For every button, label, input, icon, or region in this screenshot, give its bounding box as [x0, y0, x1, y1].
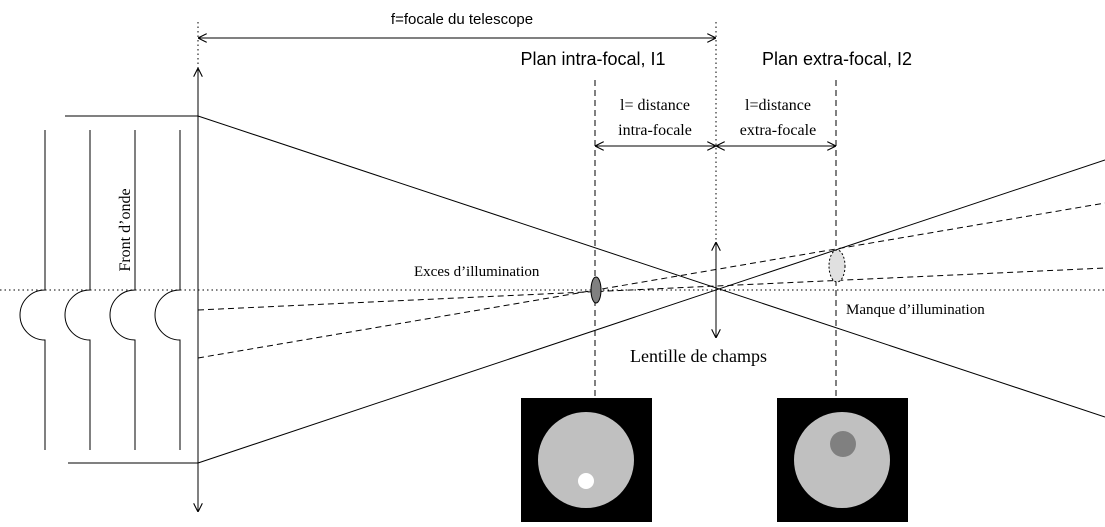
extra-lack-spot	[828, 249, 846, 283]
intra-pupil-disk	[538, 412, 634, 508]
intra-distance-label-2: intra-focale	[618, 122, 692, 139]
extra-dark-spot	[830, 431, 856, 457]
focal-length-label: f=focale du telescope	[391, 11, 533, 28]
ray-bottom	[197, 159, 1105, 464]
intra-distance-label-1: l= distance	[620, 97, 690, 114]
intra-focal-image	[521, 398, 652, 522]
excess-illumination-label: Exces d’illumination	[414, 264, 540, 280]
intra-excess-spot	[590, 276, 602, 304]
aberrated-ray-1	[197, 267, 1105, 311]
wavefront-label: Front d’onde	[117, 188, 134, 271]
extra-focal-image	[777, 398, 908, 522]
lack-illumination-label: Manque d’illumination	[846, 302, 985, 318]
extra-distance-label-2: extra-focale	[740, 122, 816, 139]
intra-bright-spot	[578, 473, 594, 489]
extra-distance-label-1: l=distance	[745, 97, 811, 114]
intra-plane-label: Plan intra-focal, I1	[520, 49, 665, 69]
field-lens-label: Lentille de champs	[630, 346, 767, 366]
extra-pupil-disk	[794, 412, 890, 508]
wavefronts	[19, 130, 181, 450]
aberrated-ray-2	[197, 202, 1105, 359]
ray-top	[197, 115, 1105, 418]
extra-plane-label: Plan extra-focal, I2	[762, 49, 912, 69]
